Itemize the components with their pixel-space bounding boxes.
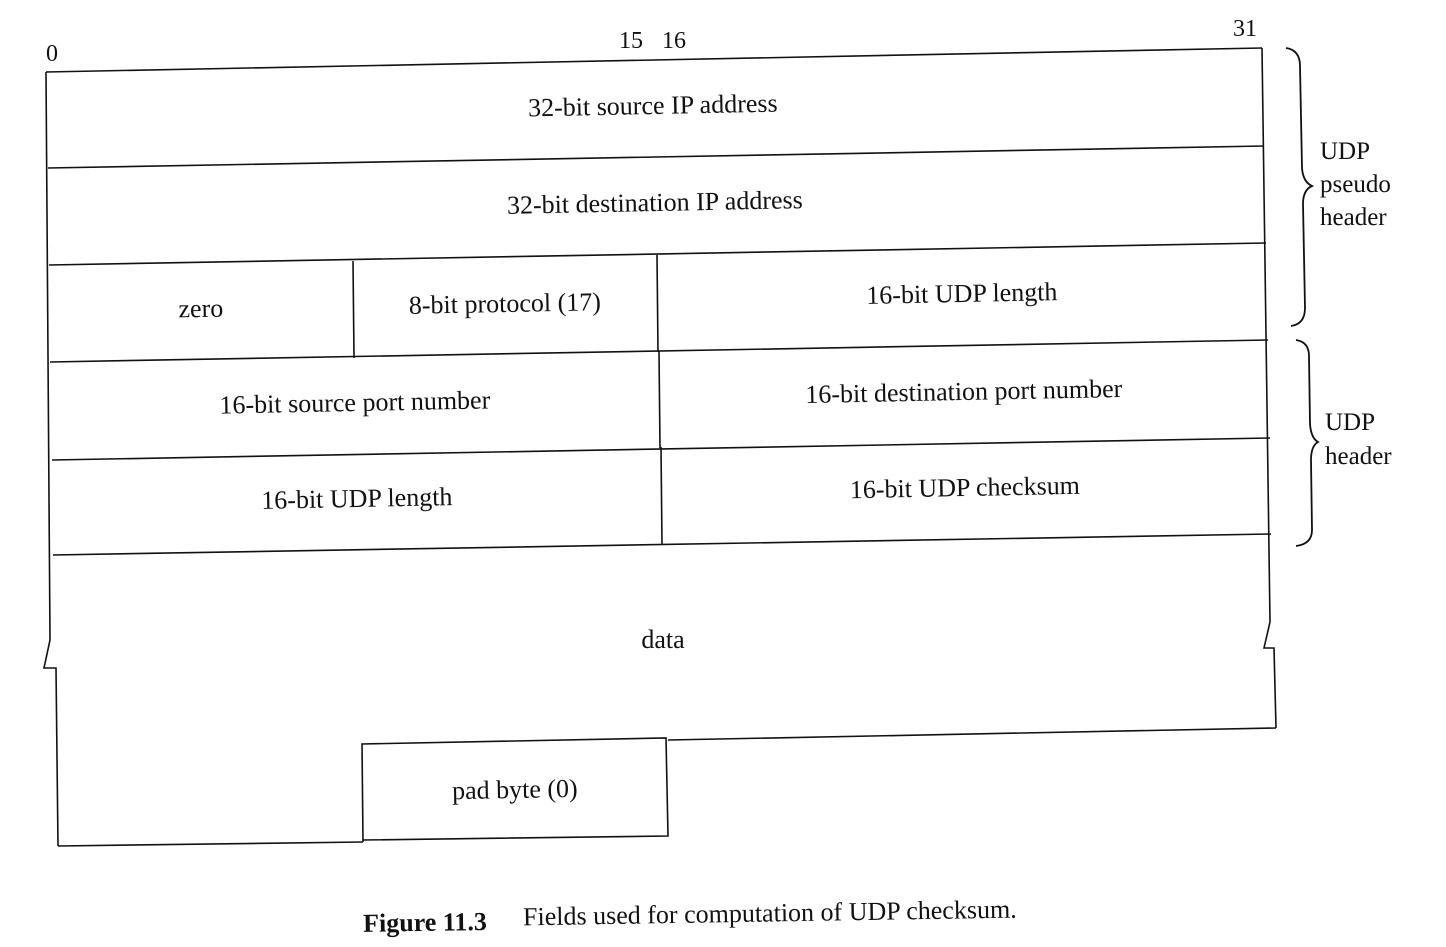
frame-bottom-edge [57,841,364,847]
pseudo-header-brace [1285,47,1315,327]
row-divider-2 [48,242,1267,266]
caption-text: Fields used for computation of UDP check… [523,895,1017,932]
udp-length-field: 16-bit UDP length [261,482,453,515]
row-divider-1 [47,145,1265,169]
pseudo-header-label-line-2: pseudo [1320,171,1391,198]
source-port-field: 16-bit source port number [219,385,491,419]
figure-caption: Figure 11.3 Fields used for computation … [363,895,1017,938]
divider-protocol-length [656,254,659,353]
udp-header-label-line-1: UDP [1325,409,1375,436]
data-bottom-edge [667,727,1277,741]
frame-right-edge [1261,47,1277,729]
source-ip-field: 32-bit source IP address [528,89,778,123]
frame-left-edge [43,71,59,847]
caption-label: Figure 11.3 [363,907,487,938]
zero-field: zero [178,294,223,324]
bit-label-0: 0 [46,41,58,67]
divider-length-checksum [660,446,663,546]
udp-checksum-field: 16-bit UDP checksum [850,471,1081,504]
udp-header-label-line-2: header [1325,443,1392,470]
pseudo-header-label-line-1: UDP [1320,138,1370,165]
pad-byte-box [361,737,669,843]
frame-top-edge [45,47,1263,73]
bit-label-31: 31 [1233,16,1257,42]
udp-header-brace [1295,339,1320,547]
divider-ports [658,350,661,449]
bit-label-15: 15 [619,28,643,54]
dest-ip-field: 32-bit destination IP address [507,185,803,220]
bit-label-16: 16 [662,28,686,54]
pseudo-header-label-line-3: header [1320,204,1387,231]
data-field: data [641,625,685,654]
pad-byte-field: pad byte (0) [452,774,578,805]
protocol-field: 8-bit protocol (17) [409,287,602,320]
divider-zero-protocol [352,260,355,359]
pseudo-udp-length-field: 16-bit UDP length [866,277,1058,310]
dest-port-field: 16-bit destination port number [805,374,1123,409]
